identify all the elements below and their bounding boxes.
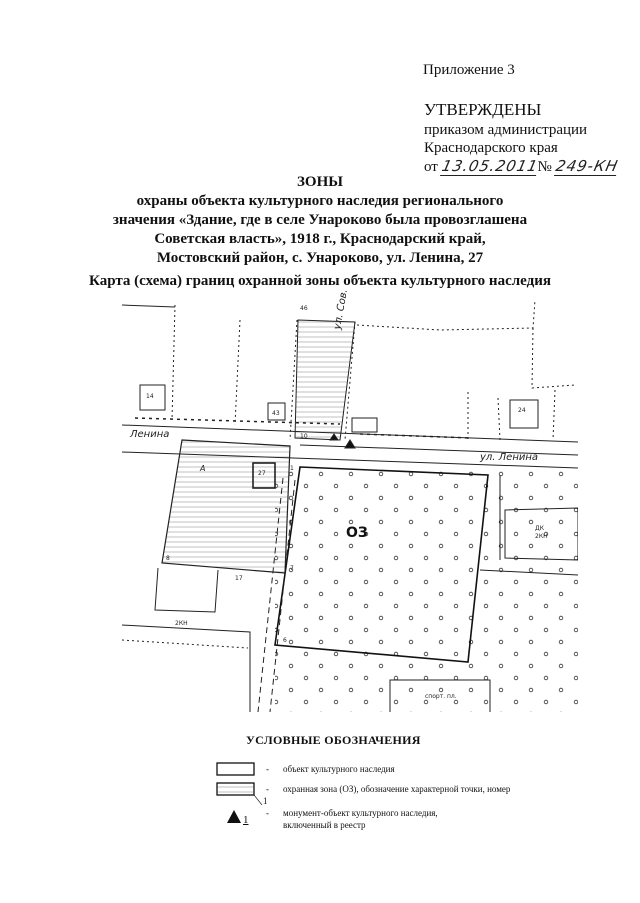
building-27 xyxy=(252,462,276,489)
order-date-line: от 13.05.2011№ 249-КН xyxy=(424,157,620,176)
svg-text:1: 1 xyxy=(290,465,294,472)
building-24 xyxy=(509,399,539,429)
approved-label: УТВЕРЖДЕНЫ xyxy=(424,100,542,119)
monument-triangle-2 xyxy=(329,433,339,441)
legend-symbol-zone xyxy=(216,782,255,796)
legend-symbol-monument xyxy=(227,810,241,823)
svg-text:14: 14 xyxy=(146,393,154,400)
building-sport xyxy=(389,679,491,712)
legend-item-monument: монумент-объект культурного наследия, xyxy=(283,808,438,818)
document-title: ЗОНЫ охраны объекта культурного наследия… xyxy=(112,174,528,266)
legend-item-object: объект культурного наследия xyxy=(283,764,395,774)
building-14 xyxy=(139,384,166,411)
svg-text:43: 43 xyxy=(272,410,280,417)
monument-triangle-1 xyxy=(344,439,356,449)
label-street-west: Ленина xyxy=(129,429,169,440)
hatched-zone-west xyxy=(161,439,291,574)
appendix-label: Приложение 3 xyxy=(423,62,515,78)
order-block: приказом администрации Краснодарского кр… xyxy=(424,121,620,176)
label-point-a: А xyxy=(199,464,205,473)
order-line1: приказом администрации xyxy=(424,122,588,138)
svg-text:17: 17 xyxy=(235,575,243,582)
svg-text:2КН: 2КН xyxy=(535,533,548,540)
svg-text:46: 46 xyxy=(300,305,308,312)
label-street-east: ул. Ленина xyxy=(479,452,538,463)
svg-text:спорт. пл.: спорт. пл. xyxy=(425,693,457,700)
hatched-zone-north xyxy=(294,319,356,441)
building-k xyxy=(351,417,378,433)
svg-text:2КН: 2КН xyxy=(175,620,188,627)
building-dk xyxy=(504,507,578,561)
protection-zone-boundary xyxy=(274,466,489,663)
order-line2: Краснодарского края xyxy=(424,140,558,156)
svg-text:6: 6 xyxy=(283,637,287,644)
map-title: Карта (схема) границ охранной зоны объек… xyxy=(89,273,551,289)
svg-text:27: 27 xyxy=(258,470,266,477)
park-area xyxy=(275,465,578,712)
svg-text:10: 10 xyxy=(300,433,308,440)
building-43 xyxy=(267,402,286,421)
zone-label: ОЗ xyxy=(346,525,368,541)
legend-title: УСЛОВНЫЕ ОБОЗНАЧЕНИЯ xyxy=(246,733,421,747)
svg-text:7: 7 xyxy=(290,565,294,572)
legend-item-zone: охранная зона (ОЗ), обозначение характер… xyxy=(283,784,511,794)
svg-text:ДК: ДК xyxy=(535,525,545,532)
legend-symbol-object xyxy=(216,762,255,776)
svg-text:8: 8 xyxy=(166,555,170,562)
svg-text:24: 24 xyxy=(518,407,526,414)
